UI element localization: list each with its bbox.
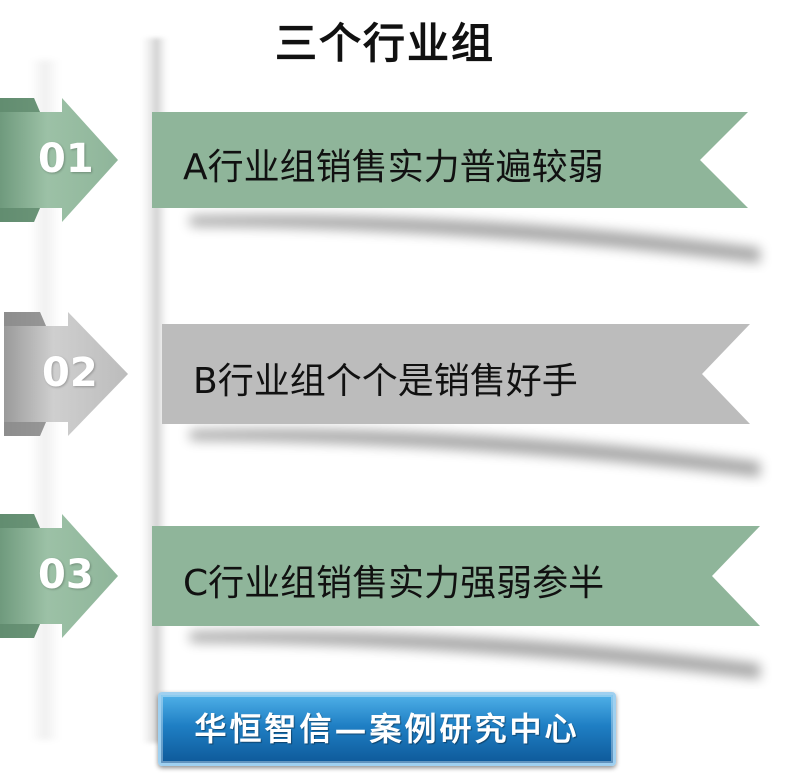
item-02-banner-shadow bbox=[190, 429, 760, 477]
page-title: 三个行业组 bbox=[274, 19, 495, 68]
list-item-03: 03 C行业组销售实力强弱参半 bbox=[0, 514, 793, 679]
item-03-number: 03 bbox=[38, 552, 94, 598]
brand-banner: 华恒智信—案例研究中心 bbox=[158, 692, 616, 766]
item-02-label: B行业组个个是销售好手 bbox=[193, 361, 578, 402]
brand-text: 华恒智信—案例研究中心 bbox=[194, 710, 580, 748]
list-item-01: 01 A行业组销售实力普遍较弱 bbox=[0, 98, 793, 263]
item-02-arrow-badge bbox=[4, 312, 128, 436]
item-01-shapes bbox=[0, 98, 760, 263]
item-01-label: A行业组销售实力普遍较弱 bbox=[183, 147, 604, 188]
item-02-shapes bbox=[4, 312, 760, 477]
list-item-02: 02 B行业组个个是销售好手 bbox=[0, 312, 793, 477]
item-01-arrow-badge bbox=[0, 98, 118, 222]
item-03-label: C行业组销售实力强弱参半 bbox=[183, 563, 605, 604]
item-03-banner-shadow bbox=[190, 631, 760, 679]
item-03-banner bbox=[152, 526, 760, 626]
item-02-banner bbox=[162, 324, 750, 424]
item-01-number: 01 bbox=[38, 136, 94, 182]
item-01-banner bbox=[152, 112, 748, 208]
item-01-banner-shadow bbox=[190, 215, 760, 263]
item-03-shapes bbox=[0, 514, 760, 679]
item-02-number: 02 bbox=[42, 350, 98, 396]
item-03-arrow-badge bbox=[0, 514, 118, 638]
